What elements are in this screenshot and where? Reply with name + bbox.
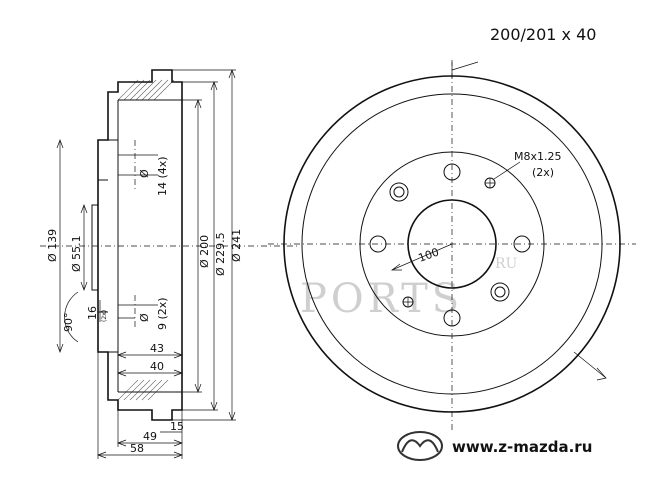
dim-hole9: 9 (2x): [156, 297, 169, 330]
dim-hole14-symbol: Ø: [138, 169, 151, 178]
dim-w40: 40: [150, 360, 164, 373]
dim-hole14: 14 (4x): [156, 156, 169, 196]
watermark: PORTS RU: [300, 256, 518, 322]
bolt-spec: M8x1.25: [514, 150, 562, 163]
stud-hole: [389, 182, 409, 202]
dim-d139: Ø 139: [46, 229, 59, 262]
stud-hole: [513, 235, 531, 253]
stud-hole: [490, 282, 510, 302]
side-section-view: Ø 139 Ø 55.1 90° 16 (2x) Ø 14 (4x) Ø 9 (…: [40, 69, 300, 459]
dim-w49: 49: [143, 430, 157, 443]
dim-pcd: 100: [417, 245, 441, 264]
dim-d551: Ø 55.1: [70, 235, 83, 272]
mazda-logo: [397, 431, 443, 461]
watermark-text: PORTS: [300, 276, 463, 322]
front-view: 100 M8x1.25 (2x): [268, 60, 636, 430]
dim-angle-90: 90°: [62, 313, 75, 333]
dim-w15: 15: [170, 420, 184, 433]
dim-h16: 16: [86, 306, 99, 320]
drum-outline: [97, 69, 183, 421]
dim-h16-count: (2x): [101, 310, 108, 322]
stud-hole: [443, 309, 461, 327]
dim-d2295: Ø 229.5: [214, 232, 227, 276]
dim-d200: Ø 200: [198, 235, 211, 268]
stud-hole: [443, 163, 461, 181]
watermark-small-text: RU: [495, 256, 518, 272]
section-hatching: [117, 79, 175, 401]
dim-w58: 58: [130, 442, 144, 455]
stud-hole-inner: [494, 286, 506, 298]
bolt-count: (2x): [532, 166, 554, 179]
website-url[interactable]: www.z-mazda.ru: [452, 438, 592, 456]
stud-hole: [369, 235, 387, 253]
dim-w43: 43: [150, 342, 164, 355]
stud-hole-inner: [393, 186, 405, 198]
dim-hole9-symbol: Ø: [138, 313, 151, 322]
spec-title: 200/201 x 40: [490, 25, 596, 44]
dim-d241: Ø 241: [230, 229, 243, 262]
